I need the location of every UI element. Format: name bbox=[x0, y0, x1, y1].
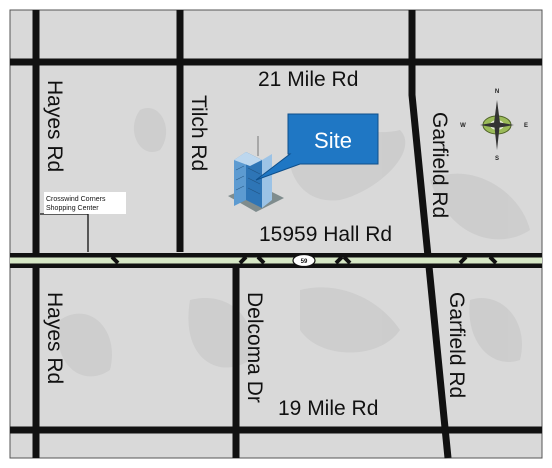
label-garfield-rd-south: Garfield Rd bbox=[445, 292, 468, 398]
label-21-mile-rd: 21 Mile Rd bbox=[258, 68, 358, 91]
site-callout: Site bbox=[255, 113, 379, 181]
shopping-center-line1: Crosswind Corners bbox=[46, 196, 106, 203]
road-garfield bbox=[408, 10, 452, 459]
label-hayes-rd-south: Hayes Rd bbox=[43, 292, 66, 384]
shopping-center-label-bg bbox=[44, 192, 126, 214]
label-tilch-rd: Tilch Rd bbox=[187, 95, 210, 171]
compass-s: S bbox=[495, 156, 499, 162]
label-19-mile-rd: 19 Mile Rd bbox=[278, 397, 378, 420]
highway-shield-label: 59 bbox=[301, 259, 308, 265]
label-delcoma-dr: Delcoma Dr bbox=[243, 292, 266, 403]
building-icon bbox=[228, 136, 284, 212]
label-garfield-rd-north: Garfield Rd bbox=[428, 112, 451, 218]
compass-n: N bbox=[495, 89, 499, 95]
label-hayes-rd-north: Hayes Rd bbox=[43, 80, 66, 172]
shopping-center-line2: Shopping Center bbox=[46, 205, 99, 212]
label-hall-rd: 15959 Hall Rd bbox=[259, 223, 392, 246]
site-label: Site bbox=[314, 128, 352, 153]
highway-shield bbox=[292, 253, 316, 268]
map-background bbox=[9, 9, 543, 459]
compass-e: E bbox=[524, 123, 528, 129]
compass-w: W bbox=[460, 123, 466, 129]
compass-icon: N S E W bbox=[460, 89, 528, 162]
highway-hall-rd: 59 bbox=[10, 253, 542, 268]
road-network bbox=[10, 10, 542, 459]
